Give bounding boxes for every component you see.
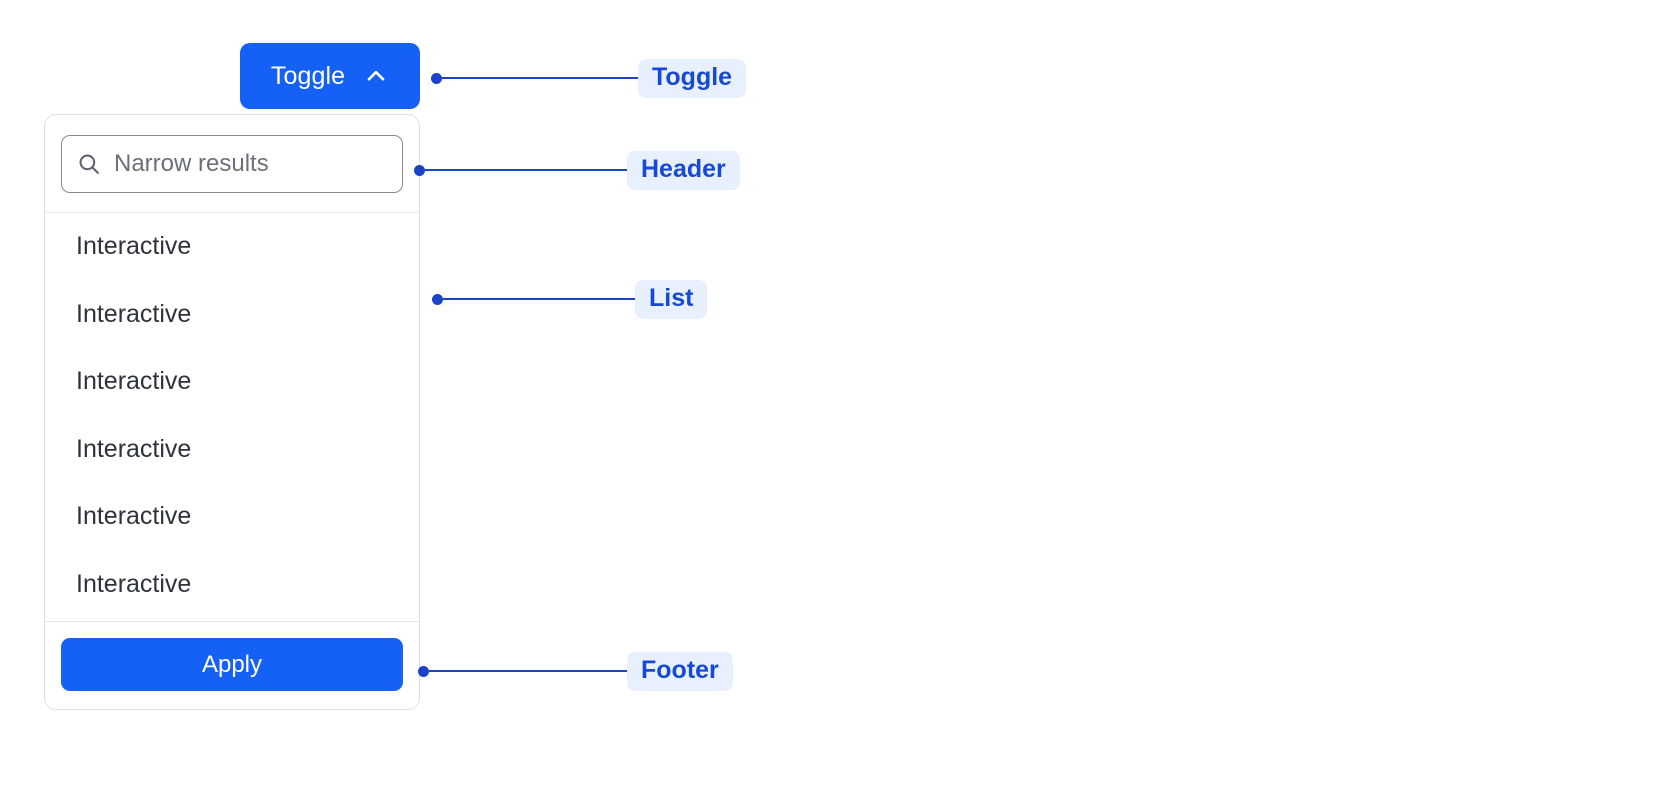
dropdown-header: [45, 115, 419, 213]
dropdown-footer: Apply: [45, 621, 419, 709]
annotation-dot: [431, 72, 442, 84]
search-icon: [76, 151, 102, 177]
annotation-badge-list: List: [635, 279, 708, 319]
list-item-label: Interactive: [76, 502, 192, 531]
annotation-line: [429, 670, 627, 672]
toggle-button[interactable]: Toggle: [240, 43, 420, 109]
dropdown-panel: Interactive Interactive Interactive Inte…: [44, 114, 420, 710]
search-input[interactable]: [114, 150, 390, 178]
list-item-label: Interactive: [76, 569, 192, 598]
list-item[interactable]: Interactive: [45, 348, 419, 416]
annotation-badge-footer: Footer: [627, 651, 733, 691]
annotation-dot: [418, 665, 429, 677]
dropdown-list: Interactive Interactive Interactive Inte…: [45, 213, 419, 621]
toggle-button-label: Toggle: [270, 61, 346, 90]
list-item[interactable]: Interactive: [45, 551, 419, 619]
list-item-label: Interactive: [76, 232, 192, 261]
annotation-badge-toggle: Toggle: [638, 58, 747, 98]
annotation-dot: [414, 164, 425, 176]
annotation-dot: [432, 293, 443, 305]
list-item[interactable]: Interactive: [45, 213, 419, 281]
annotation-line: [425, 169, 627, 171]
annotation-line: [443, 298, 635, 300]
list-item-label: Interactive: [76, 299, 192, 328]
search-field[interactable]: [61, 135, 403, 193]
list-item-label: Interactive: [76, 367, 192, 396]
list-item[interactable]: Interactive: [45, 483, 419, 551]
annotation-badge-header: Header: [627, 150, 740, 190]
annotation-line: [442, 77, 638, 79]
list-item-label: Interactive: [76, 434, 192, 463]
list-item[interactable]: Interactive: [45, 281, 419, 349]
list-item[interactable]: Interactive: [45, 416, 419, 484]
apply-button[interactable]: Apply: [61, 638, 403, 691]
chevron-up-icon: [363, 63, 389, 89]
